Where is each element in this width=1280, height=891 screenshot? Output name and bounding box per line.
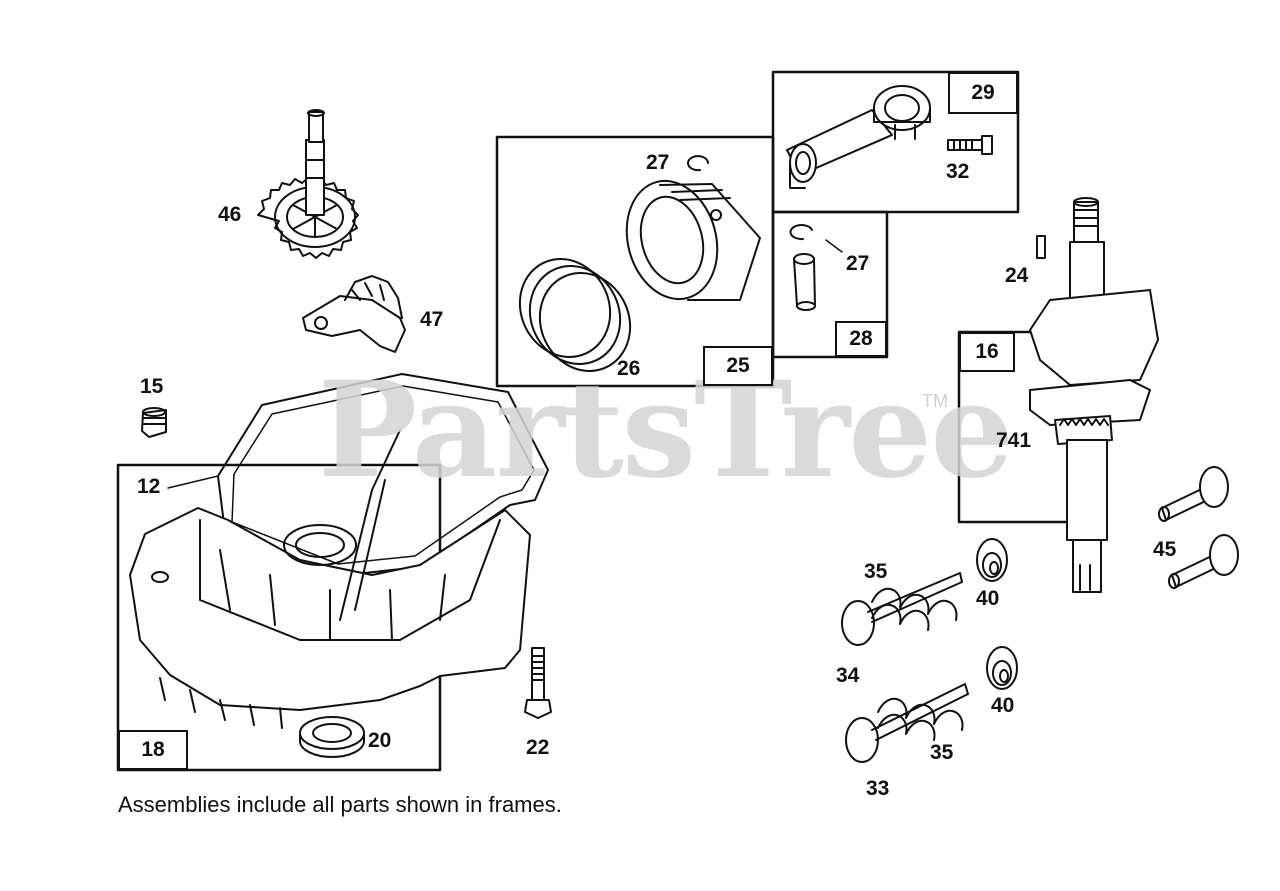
label-32: 32 (946, 160, 970, 183)
label-33: 33 (866, 777, 890, 800)
exhaust-valve-part (841, 572, 963, 646)
label-22: 22 (526, 736, 550, 759)
label-24: 24 (1005, 264, 1029, 287)
label-20: 20 (368, 729, 392, 752)
label-45: 45 (1153, 538, 1177, 561)
label-741: 741 (996, 429, 1032, 452)
valve-retainer-part-a (976, 538, 1008, 582)
governor-bracket-part (302, 275, 406, 353)
label-27a: 27 (646, 151, 670, 174)
rod-bolt-part (947, 135, 993, 155)
bolt-part (524, 647, 552, 719)
intake-valve-part (845, 683, 969, 763)
assemblies-caption: Assemblies include all parts shown in fr… (118, 792, 562, 817)
valve-retainer-part-b (986, 646, 1018, 690)
plug-part (141, 407, 167, 438)
cam-gear-part (257, 109, 359, 259)
label-26: 26 (617, 357, 641, 380)
label-47: 47 (420, 308, 444, 331)
label-34: 34 (836, 664, 860, 687)
crank-key-part (1036, 235, 1046, 259)
label-15: 15 (140, 375, 164, 398)
frame-18-tag: 18 (118, 730, 188, 770)
label-40a: 40 (976, 587, 1000, 610)
oil-seal-part (299, 716, 365, 758)
connecting-rod-part (786, 85, 931, 189)
label-27b: 27 (846, 252, 870, 275)
label-12: 12 (137, 475, 161, 498)
wrist-pin-part (793, 253, 816, 311)
pin-clip-part (687, 155, 709, 172)
piston-part (625, 179, 761, 301)
label-46: 46 (218, 203, 242, 226)
pin-clip-part-b (789, 224, 813, 241)
piston-rings-part (518, 258, 632, 372)
label-35a: 35 (864, 560, 888, 583)
frame-25-tag: 25 (703, 346, 773, 386)
sump-cover-part (129, 429, 531, 729)
watermark-logo: PartsTree (318, 353, 1014, 508)
tappet-part-b (1168, 534, 1239, 589)
frame-28-box (771, 210, 889, 359)
label-35b: 35 (930, 741, 954, 764)
watermark-trademark: TM (922, 391, 948, 411)
tappet-part-a (1158, 466, 1229, 522)
label-40b: 40 (991, 694, 1015, 717)
frame-28-tag: 28 (835, 321, 887, 357)
frame-29-tag: 29 (948, 72, 1018, 114)
crankshaft-part (1029, 197, 1159, 593)
frame-16-tag: 16 (959, 332, 1015, 372)
